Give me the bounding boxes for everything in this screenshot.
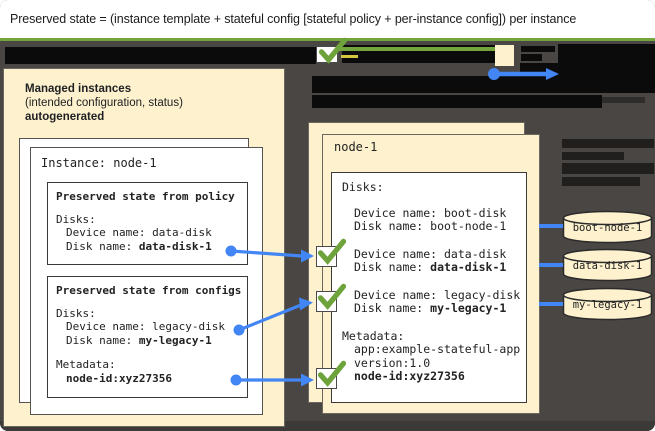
legend-yellow-mark xyxy=(341,55,358,58)
redacted-text xyxy=(5,47,316,64)
cylinder-icon xyxy=(562,287,653,321)
disk-label: data-disk-1 xyxy=(572,260,643,272)
node-disks-box: Disks: Device name: boot-disk Disk name:… xyxy=(331,172,527,403)
redacted-text xyxy=(562,177,640,186)
policy-disk-line: Disk name: data-disk-1 xyxy=(56,240,242,254)
data-device-line: Device name: data-disk xyxy=(354,246,507,261)
preserved-state-policy-box: Preserved state from policy Disks: Devic… xyxy=(47,182,248,265)
data-disk-line: Disk name: data-disk-1 xyxy=(342,260,522,275)
legacy-disk-prefix: Disk name: xyxy=(354,301,431,315)
checkmark-icon xyxy=(317,283,347,310)
node-disks-label: Disks: xyxy=(342,180,384,194)
data-disk-prefix: Disk name: xyxy=(354,260,431,274)
bottom-strip xyxy=(0,421,655,431)
configs-disks-label: Disks: xyxy=(56,306,96,320)
cylinder-icon xyxy=(562,210,653,244)
policy-device-line: Device name: data-disk xyxy=(66,226,212,239)
legacy-disk-line: Disk name: my-legacy-1 xyxy=(342,301,522,316)
policy-disk-value: data-disk-1 xyxy=(138,239,212,253)
cylinder-icon xyxy=(562,248,653,282)
boot-disk-value: boot-node-1 xyxy=(430,219,507,233)
configs-disk-line: Disk name: my-legacy-1 xyxy=(56,334,242,348)
checkmark-icon xyxy=(317,360,347,387)
node-metadata-label: Metadata: xyxy=(342,328,405,343)
redacted-text xyxy=(602,97,645,103)
left-panel-title: Managed instances xyxy=(25,83,132,95)
boot-disk-prefix: Disk name: xyxy=(354,219,431,233)
redacted-text xyxy=(562,163,654,174)
redacted-text xyxy=(562,152,624,160)
boot-disk-line: Disk name: boot-node-1 xyxy=(342,219,522,234)
data-disk-checkbox xyxy=(316,238,347,267)
redacted-text xyxy=(521,54,542,61)
configs-disk-value: my-legacy-1 xyxy=(138,333,212,347)
disk-label: my-legacy-1 xyxy=(572,299,643,311)
left-panel-subtitle: (intended configuration, status) xyxy=(25,97,183,109)
legend-checkbox xyxy=(316,37,348,64)
node-panel-title: node-1 xyxy=(334,140,378,154)
redacted-text xyxy=(312,76,652,93)
configs-metadata-label: Metadata: xyxy=(56,358,116,371)
redacted-text xyxy=(521,46,555,52)
preserved-state-configs-box: Preserved state from configs Disks: Devi… xyxy=(47,276,248,398)
data-disk-value: data-disk-1 xyxy=(430,260,507,274)
left-panel-subtitle2: autogenerated xyxy=(25,111,105,123)
metadata-version-line: version:1.0 xyxy=(354,355,431,370)
boot-device-line: Device name: boot-disk xyxy=(354,205,507,220)
banner: Preserved state = (instance template + s… xyxy=(0,0,655,41)
checkmark-icon xyxy=(318,37,348,64)
disk-cylinder-boot: boot-node-1 xyxy=(562,210,653,244)
policy-disk-prefix: Disk name: xyxy=(66,239,139,253)
banner-text: Preserved state = (instance template + s… xyxy=(10,12,577,26)
legacy-disk-value: my-legacy-1 xyxy=(430,301,507,315)
redacted-text xyxy=(312,95,602,108)
policy-disks-label: Disks: xyxy=(56,212,96,226)
checkmark-icon xyxy=(317,238,347,265)
configs-metadata-value: node-id:xyz27356 xyxy=(66,371,172,385)
configs-box-title: Preserved state from configs xyxy=(56,284,242,297)
configs-device-line: Device name: legacy-disk xyxy=(66,320,225,333)
legend-green-line xyxy=(337,47,497,51)
configs-disk-prefix: Disk name: xyxy=(66,333,139,347)
metadata-app-line: app:example-stateful-app xyxy=(354,342,521,356)
nodeid-checkbox xyxy=(316,360,347,389)
metadata-nodeid-line: node-id:xyz27356 xyxy=(354,369,465,383)
legacy-device-line: Device name: legacy-disk xyxy=(354,287,521,302)
instance-card-title: Instance: node-1 xyxy=(41,156,157,170)
redacted-text xyxy=(562,139,654,148)
redacted-text xyxy=(558,44,655,63)
policy-box-title: Preserved state from policy xyxy=(56,190,235,203)
legacy-disk-checkbox xyxy=(316,283,347,312)
disk-cylinder-data: data-disk-1 xyxy=(562,248,653,282)
disk-label: boot-node-1 xyxy=(572,222,643,234)
legend-disk-swatch xyxy=(495,45,514,66)
disk-cylinder-legacy: my-legacy-1 xyxy=(562,287,653,321)
